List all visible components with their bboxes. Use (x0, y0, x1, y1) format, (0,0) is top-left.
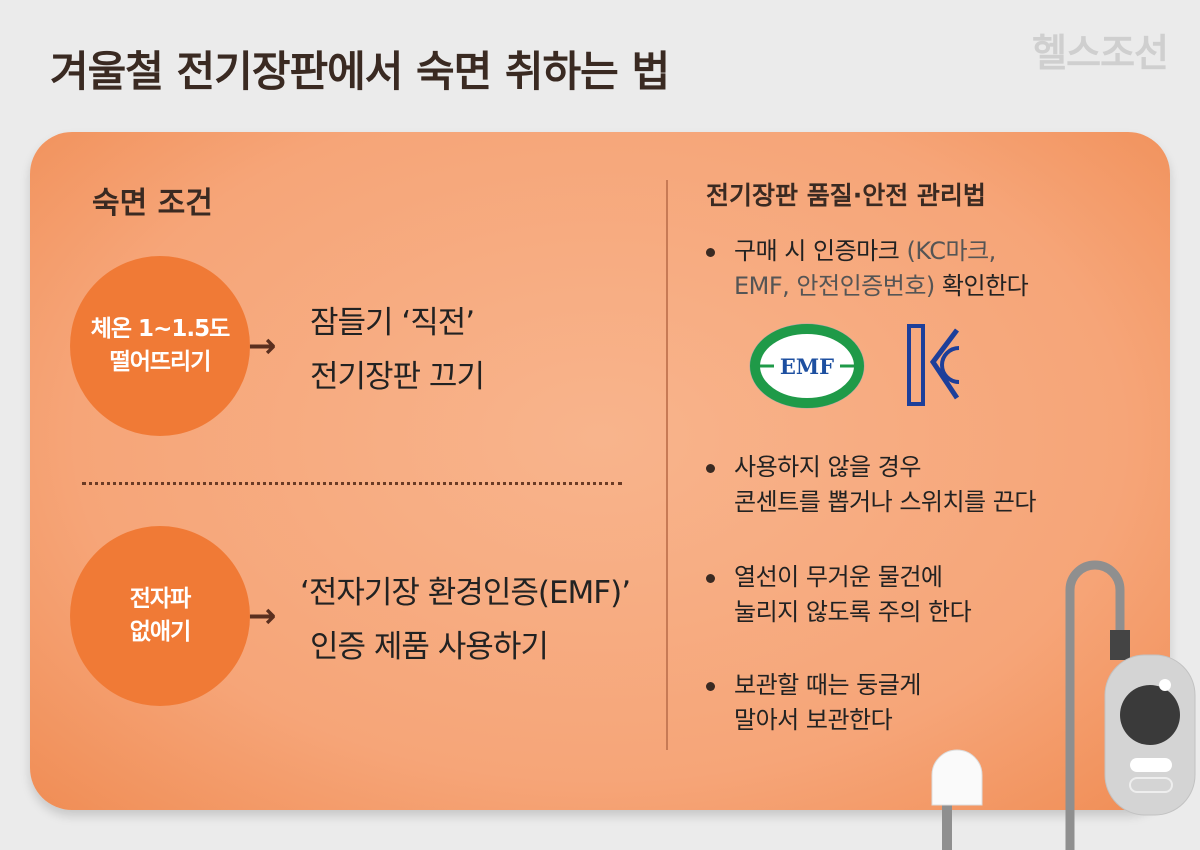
circle-line: 없애기 (129, 619, 191, 645)
bullet-storage: 보관할 때는 둥글게 말아서 보관한다 (706, 668, 921, 738)
vertical-divider (666, 180, 668, 750)
bullet-text: 보관할 때는 둥글게 (734, 671, 921, 699)
emf-logo-icon: EMF (749, 323, 865, 409)
bullet-text: 구매 시 인증마크 (734, 237, 900, 265)
power-button[interactable] (1130, 758, 1172, 772)
circle-line: 체온 1~1.5도 (90, 315, 231, 342)
dial-knob[interactable] (1120, 685, 1180, 745)
tip-line: ‘전자기장 환경인증(EMF)’ (300, 575, 631, 611)
bullet-text: 눌리지 않도록 주의 한다 (734, 597, 972, 626)
circle-line: 떨어뜨리기 (109, 349, 212, 375)
circle-line: 전자파 (129, 585, 191, 612)
bullet-text: EMF, 안전인증번호) (734, 271, 935, 300)
bullet-certification: 구매 시 인증마크 (KC마크, EMF, 안전인증번호) 확인한다 (706, 234, 1029, 304)
bullet-text: 사용하지 않을 경우 (734, 453, 921, 481)
tip-emf-product: ‘전자기장 환경인증(EMF)’ 인증 제품 사용하기 (300, 566, 631, 675)
heating-mat-panel (30, 132, 1170, 810)
bullet-text: 콘센트를 뽑거나 스위치를 끈다 (734, 487, 1036, 516)
tip-line: 인증 제품 사용하기 (310, 629, 549, 666)
controller-illustration (931, 560, 1196, 850)
cable (1065, 560, 1125, 850)
dotted-divider (82, 482, 622, 485)
right-heading: 전기장판 품질·안전 관리법 (706, 181, 986, 210)
bullet-text: 열선이 무거운 물건에 (734, 563, 943, 591)
arrow-right-icon: → (248, 596, 277, 636)
left-heading: 숙면 조건 (92, 186, 213, 221)
brand-logo: 헬스조선 (1032, 31, 1169, 75)
mode-button[interactable] (1129, 777, 1173, 793)
bullet-text: 말아서 보관한다 (734, 705, 893, 734)
bullet-unplug: 사용하지 않을 경우 콘센트를 뽑거나 스위치를 끈다 (706, 450, 1036, 520)
tip-turn-off: 잠들기 ‘직전’ 전기장판 끄기 (310, 296, 485, 405)
arrow-right-icon: → (248, 326, 277, 366)
tip-line: 잠들기 ‘직전’ (310, 305, 475, 341)
kc-logo-text: KC (905, 322, 907, 323)
bullet-text: (KC마크, (906, 237, 996, 265)
kc-logo-icon: KC (905, 322, 960, 406)
plug-icon (931, 749, 983, 806)
page-title: 겨울철 전기장판에서 숙면 취하는 법 (50, 47, 670, 96)
bullet-text: 확인한다 (934, 271, 1029, 300)
tip-line: 전기장판 끄기 (310, 359, 485, 396)
bullet-heavy-objects: 열선이 무거운 물건에 눌리지 않도록 주의 한다 (706, 560, 972, 630)
emf-logo-text: EMF (780, 354, 834, 379)
